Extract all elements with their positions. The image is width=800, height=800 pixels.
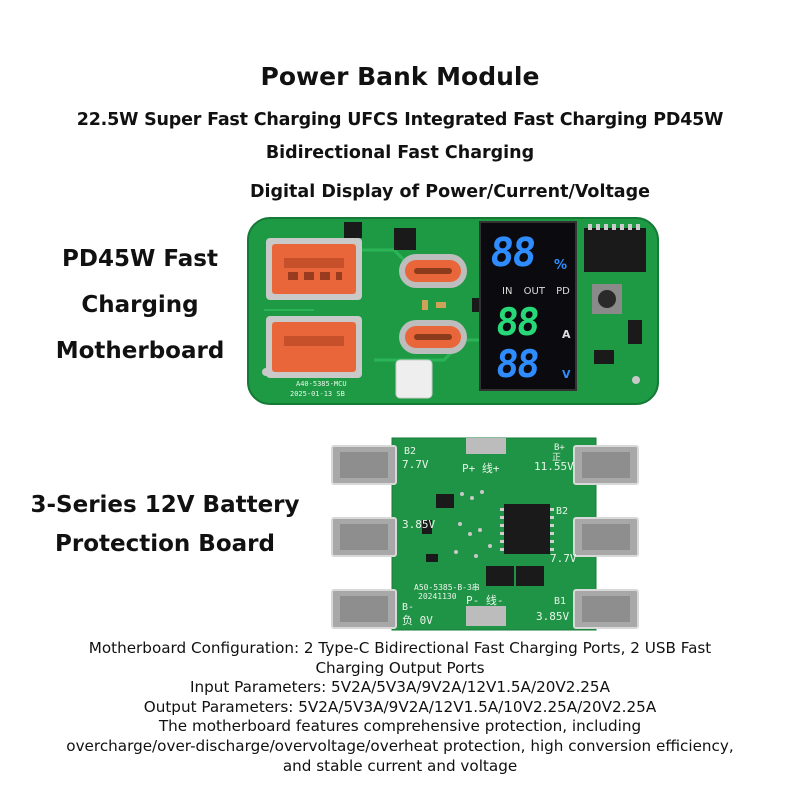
description-line: Charging Output Ports xyxy=(315,658,485,677)
description-paragraph: Motherboard Configuration: 2 Type-C Bidi… xyxy=(0,639,800,776)
usb-a-port-icon xyxy=(266,316,362,378)
motherboard-model-text: A40-5385-MCU xyxy=(296,380,347,388)
bms-b1-text: B1 xyxy=(554,596,566,607)
subtitle-line-2: Bidirectional Fast Charging xyxy=(265,143,535,163)
motherboard-date-text: 2025-01-13 SB xyxy=(290,390,345,398)
percent-unit: % xyxy=(554,258,568,273)
subtitle-line-3: Digital Display of Power/Current/Voltage xyxy=(250,182,651,202)
mode-label-out: OUT xyxy=(523,286,545,297)
mode-label-pd: PD xyxy=(556,286,570,297)
bms-pplus-text: P+ 线+ xyxy=(462,461,500,475)
motherboard-label-line: Motherboard xyxy=(55,338,225,364)
bms-bplus-text: B+ xyxy=(554,443,565,453)
volt-unit: V xyxy=(562,368,571,381)
bms-label: 3-Series 12V Battery Protection Board xyxy=(20,486,310,564)
type-c-port-icon xyxy=(399,254,467,288)
bms-label-line: Protection Board xyxy=(55,531,275,557)
bms-fu-0v-text: 负 0V xyxy=(402,613,433,627)
bms-pminus-text: P- 线- xyxy=(466,593,504,607)
usb-a-port-icon xyxy=(266,238,362,300)
bms-zheng-text: 正 xyxy=(552,453,561,463)
bms-date-text: 20241130 xyxy=(418,592,457,601)
subtitle-line-1: 22.5W Super Fast Charging UFCS Integrate… xyxy=(76,110,724,130)
bms-b2-text: B2 xyxy=(404,446,416,457)
amp-digits: 88 xyxy=(493,300,541,344)
motherboard-label-line: PD45W Fast xyxy=(62,246,218,272)
description-line: Motherboard Configuration: 2 Type-C Bidi… xyxy=(88,639,712,657)
volt-digits: 88 xyxy=(493,342,541,386)
bms-7v7-right-text: 7.7V xyxy=(550,552,577,565)
description-line: and stable current and voltage xyxy=(282,756,518,775)
bms-7v7-left-text: 7.7V xyxy=(402,458,429,471)
bms-label-line: 3-Series 12V Battery xyxy=(30,492,300,518)
bms-model-text: A50-5385-B-3串 xyxy=(414,583,480,592)
amp-unit: A xyxy=(562,328,571,341)
bms-b2-right-text: B2 xyxy=(556,506,568,517)
description-line: Output Parameters: 5V2A/5V3A/9V2A/12V1.5… xyxy=(143,697,657,716)
bms-3v85-left-text: 3.85V xyxy=(402,518,435,531)
bms-3v85-right-text: 3.85V xyxy=(536,610,569,623)
description-line: The motherboard features comprehensive p… xyxy=(158,717,642,736)
percent-digits: 88 xyxy=(487,230,537,276)
mode-label-in: IN xyxy=(502,286,513,297)
motherboard-pcb-image: A40-5385-MCU 2025-01-13 SB xyxy=(247,217,659,405)
bms-bminus-text: B- xyxy=(402,602,414,613)
bms-pcb-image: B2 7.7V P+ 线+ B+ 正 11.55V 3.85V B2 7.7V … xyxy=(331,437,639,631)
description-line: overcharge/over-discharge/overvoltage/ov… xyxy=(66,736,734,755)
bms-11v55-text: 11.55V xyxy=(534,460,574,473)
motherboard-label-line: Charging xyxy=(81,292,199,318)
motherboard-label: PD45W Fast Charging Motherboard xyxy=(40,236,240,374)
description-line: Input Parameters: 5V2A/5V3A/9V2A/12V1.5A… xyxy=(190,678,610,697)
display-readout: 88 % IN OUT PD 88 A 88 V xyxy=(482,224,576,388)
type-c-port-icon xyxy=(399,320,467,354)
page-title: Power Bank Module xyxy=(260,62,540,91)
